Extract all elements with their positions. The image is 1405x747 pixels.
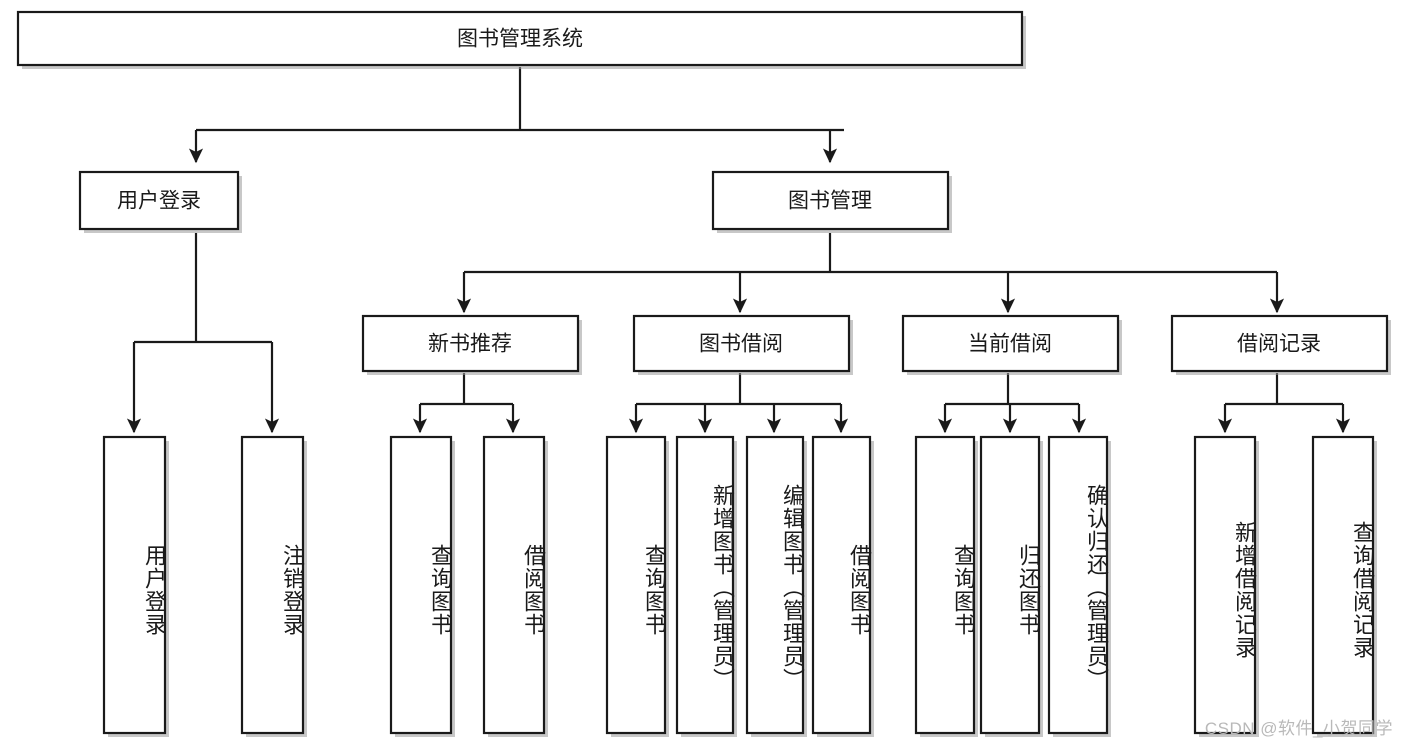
node-borrow-record-label: 借阅记录 <box>1237 333 1321 356</box>
edges-bookmgmt-to-level2 <box>456 233 1285 314</box>
leaf-user-login-2[interactable] <box>240 435 307 737</box>
edges-currentborrow-to-leaves <box>937 373 1087 434</box>
leaf-user-login-1[interactable] <box>102 435 169 737</box>
node-user-login[interactable]: 用户登录 <box>78 170 242 233</box>
node-root-label: 图书管理系统 <box>457 28 583 51</box>
node-new-book-recommend[interactable]: 新书推荐 <box>361 314 582 375</box>
leaf-borrow-record-1[interactable] <box>1193 435 1259 737</box>
node-new-book-recommend-label: 新书推荐 <box>428 333 512 356</box>
leaf-borrow-record-2[interactable] <box>1311 435 1377 737</box>
leaf-book-borrow-3[interactable] <box>745 435 807 737</box>
node-book-borrow[interactable]: 图书借阅 <box>632 314 853 375</box>
leaf-new-book-2[interactable] <box>482 435 548 737</box>
leaf-book-borrow-4[interactable] <box>811 435 874 737</box>
node-borrow-record[interactable]: 借阅记录 <box>1170 314 1391 375</box>
leaf-current-borrow-1[interactable] <box>914 435 978 737</box>
node-current-borrow-label: 当前借阅 <box>968 333 1052 356</box>
edges-newbook-to-leaves <box>412 373 521 434</box>
leaf-new-book-1[interactable] <box>389 435 455 737</box>
edges-userlogin-to-leaves <box>126 233 280 434</box>
node-root[interactable]: 图书管理系统 <box>16 10 1026 69</box>
leaf-book-borrow-1[interactable] <box>605 435 669 737</box>
node-user-login-label: 用户登录 <box>117 190 201 213</box>
node-book-management-label: 图书管理 <box>788 190 872 213</box>
edges-borrowrecord-to-leaves <box>1217 373 1351 434</box>
leaf-current-borrow-3[interactable] <box>1047 435 1111 737</box>
edges-root-to-level1 <box>188 67 844 164</box>
csdn-watermark: CSDN @软件_小贺同学 <box>1204 719 1393 738</box>
leaf-current-borrow-2[interactable] <box>979 435 1043 737</box>
node-book-borrow-label: 图书借阅 <box>699 333 783 356</box>
edges-bookborrow-to-leaves <box>628 373 849 434</box>
node-book-management[interactable]: 图书管理 <box>711 170 952 233</box>
node-current-borrow[interactable]: 当前借阅 <box>901 314 1122 375</box>
leaf-book-borrow-2[interactable] <box>675 435 737 737</box>
